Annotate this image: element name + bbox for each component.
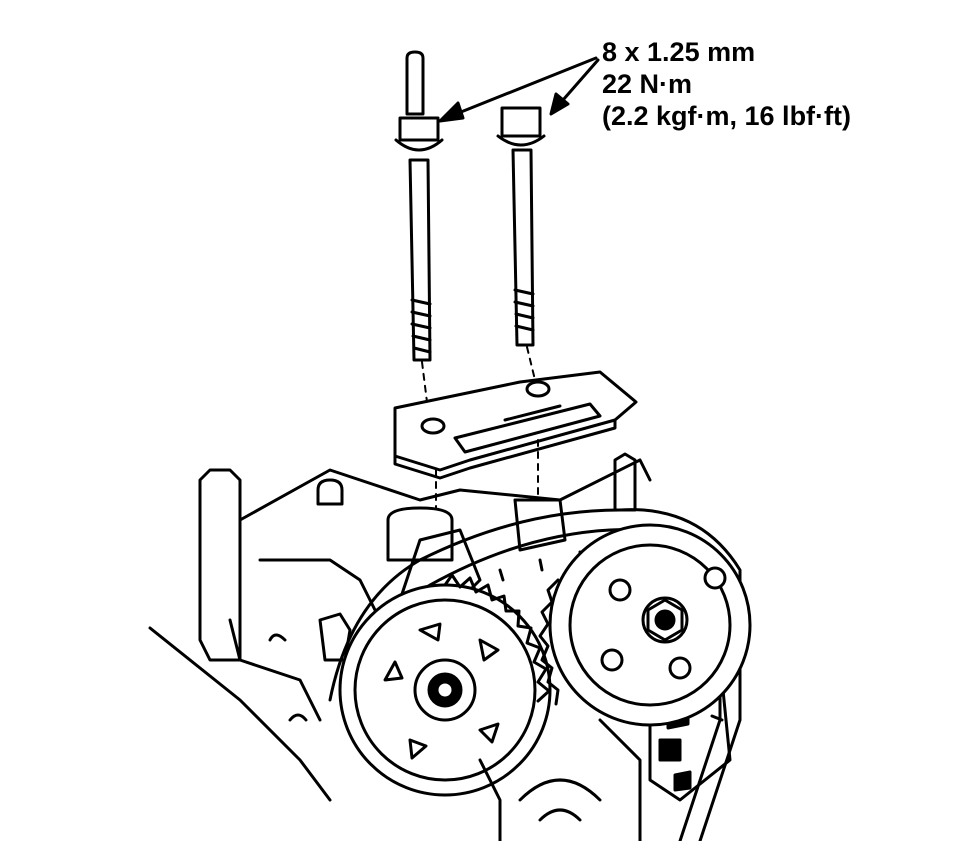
leader-arrows: [438, 56, 600, 123]
camshaft-sprocket-icon: [338, 573, 552, 797]
torque-spec-callout: 8 x 1.25 mm 22 N·m (2.2 kgf·m, 16 lbf·ft…: [602, 36, 851, 132]
torque-nm-label: 22 N·m: [602, 69, 693, 99]
lower-housing: [478, 718, 642, 841]
bolt-icon: [496, 106, 546, 381]
bolt-size-label: 8 x 1.25 mm: [602, 37, 756, 67]
camshaft-sprocket-icon: [538, 523, 752, 727]
chain-guide-icon: [393, 370, 638, 531]
bolt-icon: [394, 50, 444, 411]
torque-alt-label: (2.2 kgf·m, 16 lbf·ft): [602, 101, 852, 131]
cylinder-head: [148, 452, 652, 802]
